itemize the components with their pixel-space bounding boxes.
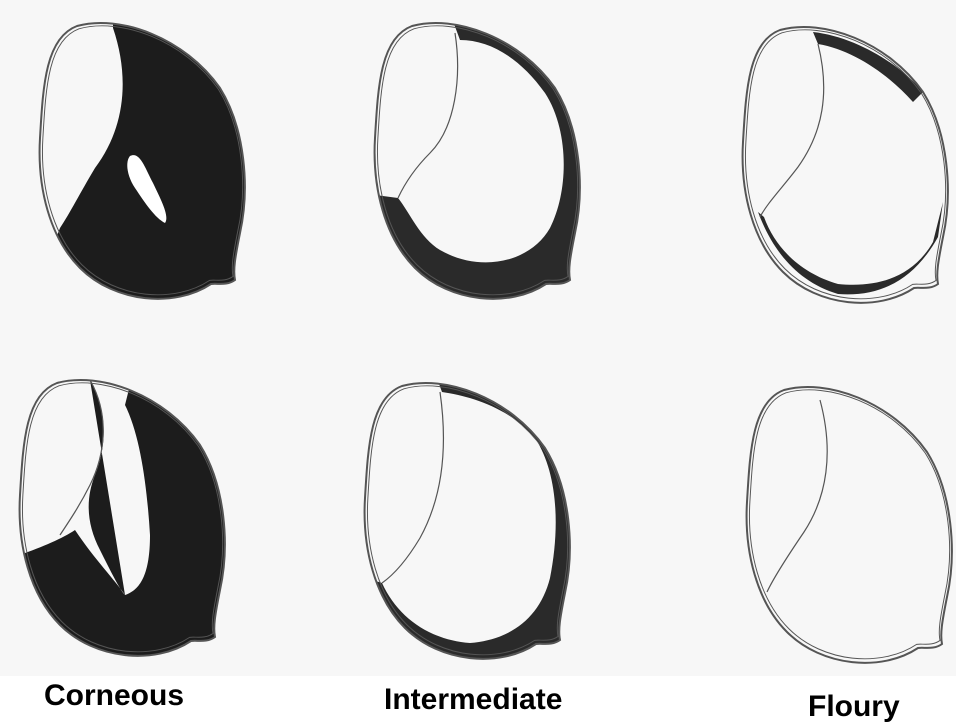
corneous-region	[25, 8, 275, 318]
kernel-intermediate-bottom	[350, 373, 600, 676]
kernel-intermediate-top	[360, 13, 610, 318]
label-corneous: Corneous	[44, 681, 184, 711]
corneous-ring	[360, 13, 610, 318]
label-floury: Floury	[808, 692, 900, 722]
kernel-corneous-bottom	[5, 365, 255, 675]
corneous-region	[5, 365, 255, 675]
kernel-floury-top	[743, 27, 948, 303]
germ-boundary	[382, 392, 443, 583]
thin-corneous-rim	[813, 32, 923, 102]
seed-cross-section-diagram	[0, 0, 956, 676]
germ-boundary	[767, 400, 827, 592]
germ-boundary	[760, 44, 824, 217]
thin-corneous-rim-bottom	[758, 202, 943, 294]
label-intermediate: Intermediate	[384, 685, 562, 715]
corneous-ring	[350, 373, 600, 676]
kernel-floury-bottom	[747, 387, 952, 663]
kernel-corneous-top	[25, 8, 275, 318]
germ-boundary	[398, 33, 458, 198]
